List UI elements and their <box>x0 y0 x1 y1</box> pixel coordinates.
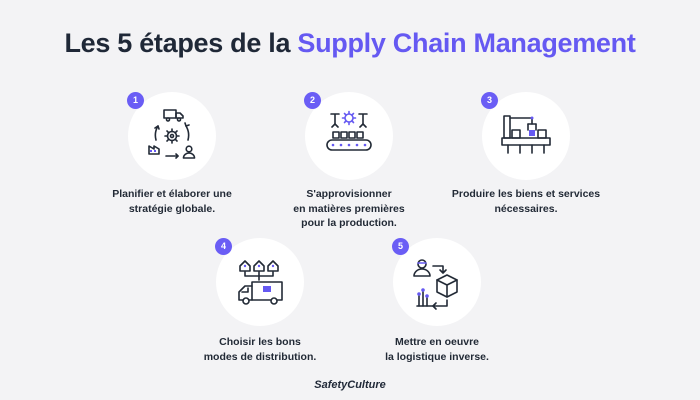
step-1-label: Planifier et élaborer une stratégie glob… <box>112 188 232 215</box>
step-2-badge: 2 <box>304 92 321 109</box>
step-3-circle <box>482 92 570 180</box>
step-1-badge: 1 <box>127 92 144 109</box>
title-highlight: Supply Chain Management <box>297 28 636 58</box>
title-prefix: Les 5 étapes de la <box>64 28 298 58</box>
safetyculture-logo: SafetyCulture <box>314 379 386 391</box>
step-3-badge: 3 <box>481 92 498 109</box>
step-4-circle <box>216 238 304 326</box>
step-2-circle <box>305 92 393 180</box>
page-title: Les 5 étapes de la Supply Chain Manageme… <box>0 28 700 59</box>
step-1-circle <box>128 92 216 180</box>
sourcing-conveyor-icon <box>326 110 372 151</box>
step-5-badge: 5 <box>392 238 409 255</box>
step-4-label: Choisir les bons modes de distribution. <box>203 336 317 363</box>
reverse-logistics-icon <box>413 259 458 310</box>
step-5-circle <box>393 238 481 326</box>
step-4-badge: 4 <box>215 238 232 255</box>
step-2-label: S'approvisionner en matières premières p… <box>293 188 405 229</box>
step-3-label: Produire les biens et services nécessair… <box>451 188 601 215</box>
planning-cycle-icon <box>148 109 196 159</box>
distribution-truck-icon <box>238 260 283 305</box>
production-robot-icon <box>501 115 551 154</box>
step-5-label: Mettre en oeuvre la logistique inverse. <box>385 336 489 363</box>
